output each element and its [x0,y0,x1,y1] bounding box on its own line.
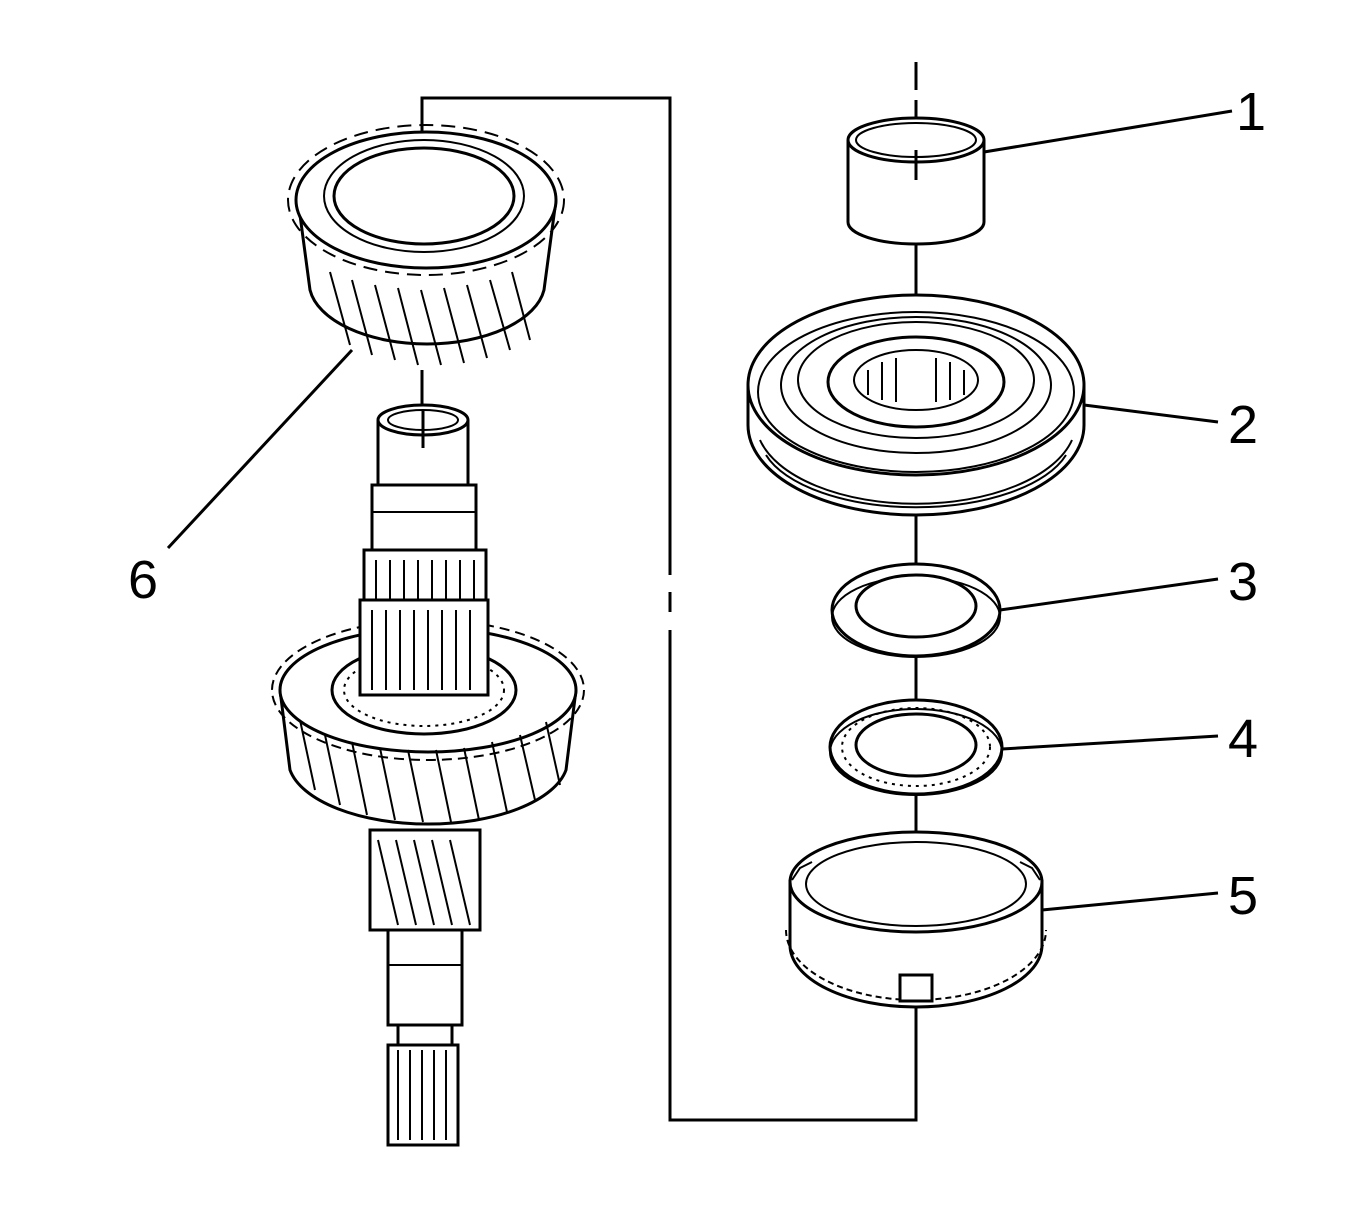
needle-bearing-part [828,698,1004,796]
leader-lines [166,109,1233,912]
callout-1: 1 [1236,82,1266,142]
callout-6: 6 [128,550,158,610]
callout-3: 3 [1228,552,1258,612]
bushing-part [846,116,986,246]
callout-5: 5 [1228,866,1258,926]
leader-line-4 [1001,734,1219,751]
blocker-ring-part [785,830,1047,1009]
callout-4: 4 [1228,709,1258,769]
callout-labels: 1 2 3 4 5 6 [128,82,1266,926]
synchronizer-part [746,293,1086,517]
leader-line-6 [166,348,354,550]
main-shaft [271,403,585,1147]
leader-line-2 [1083,403,1219,424]
leader-line-3 [999,577,1219,612]
leader-line-1 [983,109,1233,154]
leader-line-5 [1041,891,1219,912]
callout-2: 2 [1228,395,1258,455]
gear-part [287,124,565,408]
thrust-washer-part [830,562,1002,658]
